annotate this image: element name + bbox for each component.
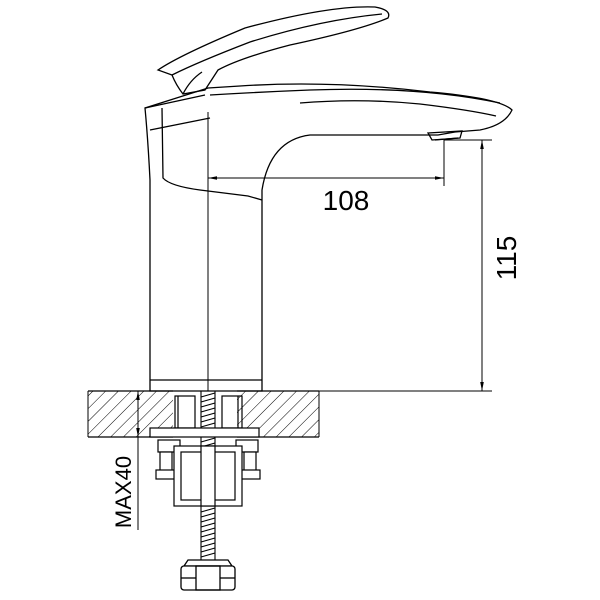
- dimension-height: 115: [319, 139, 522, 392]
- thread-line: [200, 417, 216, 423]
- thread-line: [200, 527, 216, 533]
- thread-line: [200, 517, 216, 523]
- lever-handle: [156, 6, 390, 95]
- thread-line: [200, 537, 216, 543]
- thread-line: [200, 402, 216, 408]
- thread-line: [200, 512, 216, 518]
- hose-fitting: [180, 559, 236, 591]
- countertop-section: [87, 390, 320, 438]
- dimension-reach: 108: [208, 140, 445, 216]
- thread-line: [200, 547, 216, 553]
- thread-line: [200, 507, 216, 513]
- thread-line: [200, 552, 216, 558]
- thread-line: [200, 407, 216, 413]
- dimension-deck-thickness-label: MAX40: [111, 456, 136, 528]
- mounting-nut-assembly: [149, 395, 261, 507]
- faucet-body: [144, 83, 513, 392]
- dimension-height-label: 115: [491, 236, 522, 281]
- thread-line: [200, 437, 216, 443]
- thread-line: [200, 522, 216, 528]
- thread-line: [200, 422, 216, 428]
- thread-line: [200, 412, 216, 418]
- dimension-deck-thickness: MAX40: [111, 391, 140, 530]
- thread-line: [200, 542, 216, 548]
- thread-line: [200, 532, 216, 538]
- thread-line: [200, 397, 216, 403]
- dimension-reach-label: 108: [323, 185, 370, 216]
- thread-line: [200, 392, 216, 398]
